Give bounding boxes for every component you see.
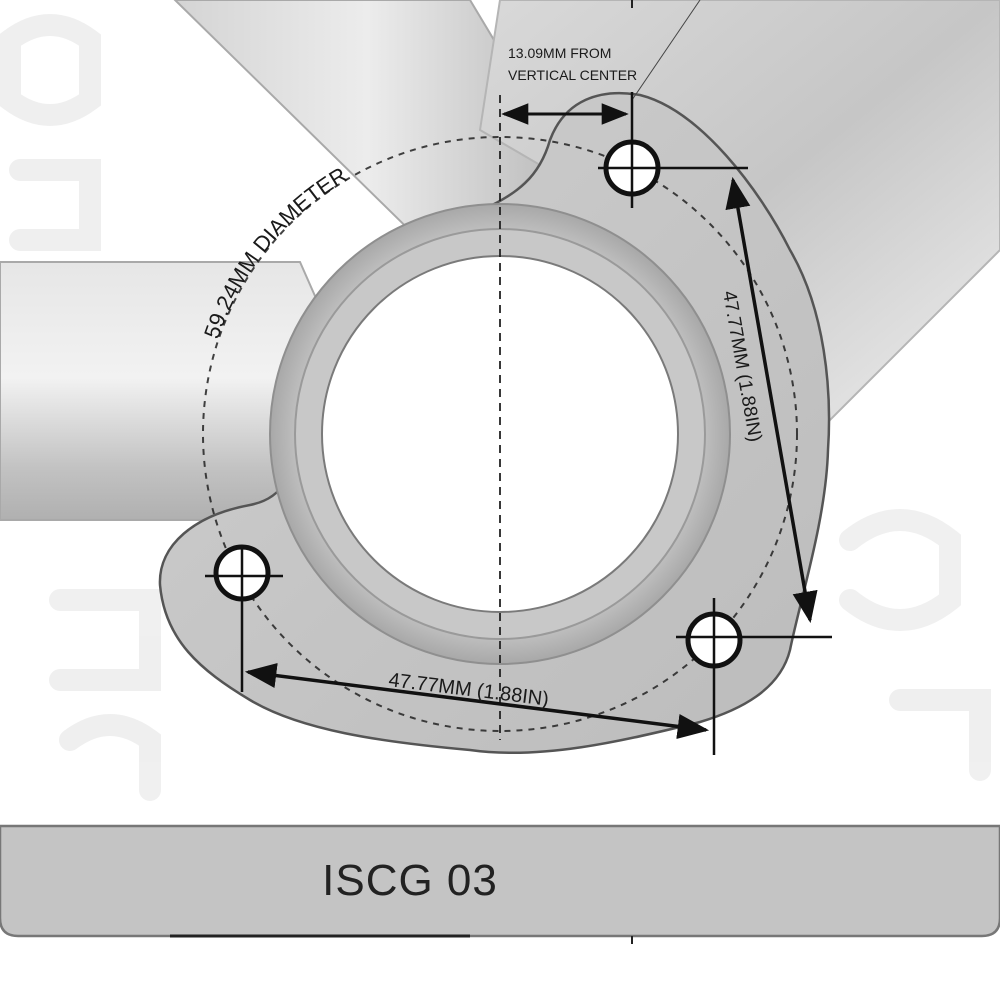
bolt-hole-top bbox=[598, 92, 748, 208]
horizontal-spacing-arrow bbox=[244, 663, 710, 739]
watermark-pattern bbox=[0, 14, 991, 801]
title-banner bbox=[0, 824, 1000, 938]
vertical-spacing-arrow bbox=[725, 176, 818, 624]
offset-label-line1: 13.09MM FROM bbox=[508, 45, 611, 61]
leader-line bbox=[631, 0, 701, 101]
bolt-hole-left bbox=[205, 544, 283, 692]
title-text: ISCG 03 bbox=[322, 856, 498, 905]
bolt-hole-right bbox=[676, 598, 832, 755]
offset-label-line2: VERTICAL CENTER bbox=[508, 67, 637, 83]
